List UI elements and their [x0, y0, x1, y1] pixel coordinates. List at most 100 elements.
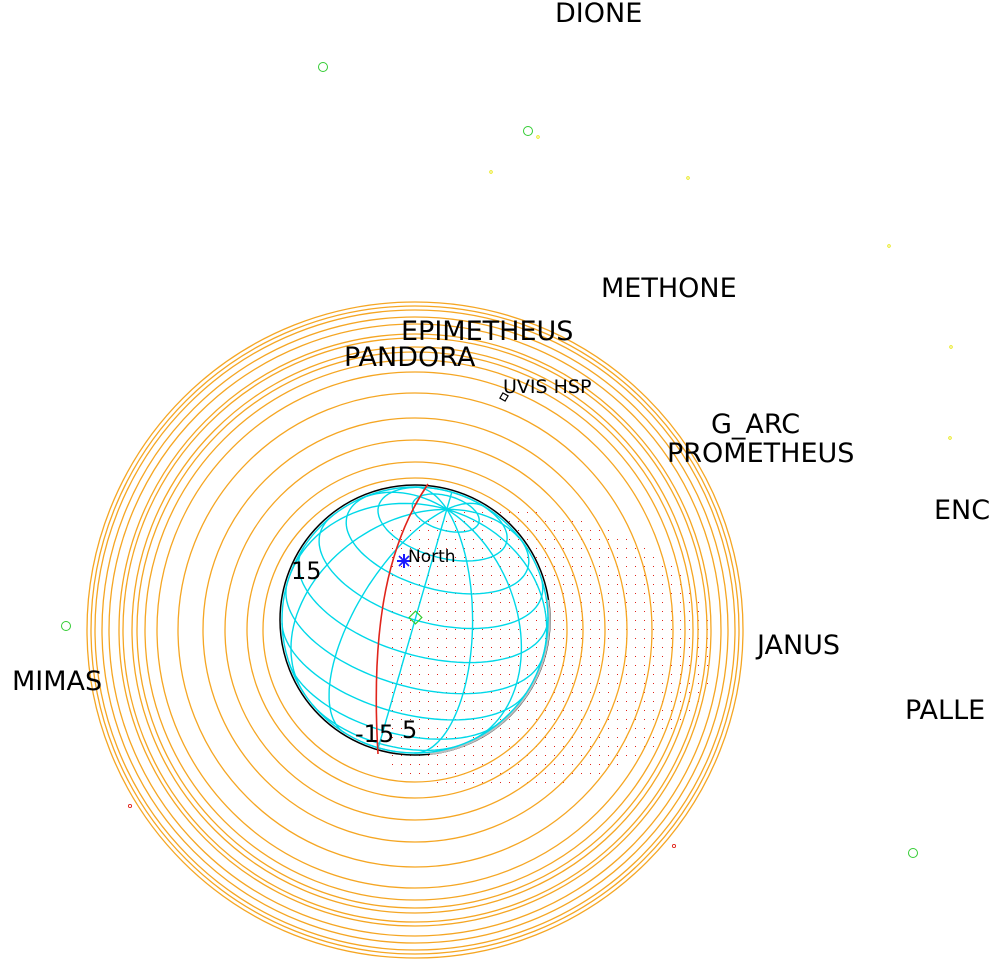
shadow-dot — [572, 539, 573, 540]
shadow-dot — [599, 710, 600, 711]
shadow-dot — [590, 530, 591, 531]
shadow-dot — [563, 782, 564, 783]
shadow-dot — [509, 665, 510, 666]
shadow-dot — [581, 710, 582, 711]
shadow-dot — [446, 737, 447, 738]
shadow-dot — [554, 773, 555, 774]
label-dione: DIONE — [555, 0, 642, 29]
shadow-dot — [680, 683, 681, 684]
shadow-dot — [500, 728, 501, 729]
shadow-dot — [689, 692, 690, 693]
shadow-dot — [437, 629, 438, 630]
shadow-dot — [635, 593, 636, 594]
shadow-dot — [617, 584, 618, 585]
shadow-dot — [563, 575, 564, 576]
shadow-dot — [536, 692, 537, 693]
shadow-dot — [392, 557, 393, 558]
shadow-dot — [518, 575, 519, 576]
shadow-dot — [563, 683, 564, 684]
shadow-dot — [428, 755, 429, 756]
shadow-dot — [608, 746, 609, 747]
shadow-dot — [482, 557, 483, 558]
shadow-dot — [554, 584, 555, 585]
shadow-dot — [626, 728, 627, 729]
shadow-dot — [509, 575, 510, 576]
shadow-dot — [590, 710, 591, 711]
shadow-dot — [473, 521, 474, 522]
shadow-dot — [482, 728, 483, 729]
shadow-dot — [509, 593, 510, 594]
shadow-dot — [419, 584, 420, 585]
globe-outline — [281, 486, 549, 754]
shadow-dot — [527, 764, 528, 765]
shadow-dot — [608, 620, 609, 621]
shadow-dot — [671, 584, 672, 585]
shadow-dot — [572, 746, 573, 747]
shadow-dot — [410, 701, 411, 702]
shadow-dot — [500, 737, 501, 738]
shadow-dot — [401, 728, 402, 729]
shadow-dot — [653, 593, 654, 594]
shadow-dot — [572, 566, 573, 567]
shadow-dot — [446, 710, 447, 711]
shadow-dot — [590, 719, 591, 720]
shadow-dot — [473, 584, 474, 585]
shadow-dot — [500, 530, 501, 531]
shadow-dot — [392, 710, 393, 711]
shadow-dot — [401, 773, 402, 774]
longitude-line — [446, 508, 523, 743]
shadow-dot — [536, 782, 537, 783]
shadow-dot — [635, 656, 636, 657]
shadow-dot — [563, 764, 564, 765]
shadow-dot — [644, 656, 645, 657]
shadow-dot — [590, 737, 591, 738]
shadow-dot — [509, 737, 510, 738]
shadow-dot — [590, 548, 591, 549]
shadow-dot — [644, 548, 645, 549]
shadow-dot — [419, 773, 420, 774]
shadow-dot — [410, 683, 411, 684]
shadow-dot — [464, 782, 465, 783]
shadow-dot — [626, 755, 627, 756]
shadow-dot — [455, 782, 456, 783]
shadow-dot — [608, 656, 609, 657]
shadow-dot — [536, 620, 537, 621]
shadow-dot — [599, 530, 600, 531]
shadow-dot — [581, 719, 582, 720]
shadow-dot — [473, 620, 474, 621]
shadow-dot — [518, 593, 519, 594]
shadow-dot — [653, 638, 654, 639]
shadow-dot — [401, 701, 402, 702]
shadow-dot — [545, 746, 546, 747]
shadow-dot — [419, 746, 420, 747]
ring-circle — [86, 301, 744, 959]
shadow-dot — [599, 566, 600, 567]
shadow-dot — [617, 629, 618, 630]
shadow-dot — [644, 683, 645, 684]
shadow-dot — [473, 782, 474, 783]
shadow-dot — [653, 656, 654, 657]
shadow-dot — [599, 701, 600, 702]
shadow-dot — [689, 638, 690, 639]
shadow-dot — [698, 647, 699, 648]
shadow-dot — [536, 638, 537, 639]
north-pole-marker — [397, 554, 411, 568]
shadow-dot — [482, 719, 483, 720]
shadow-dot — [419, 692, 420, 693]
shadow-dot — [446, 782, 447, 783]
shadow-dot — [410, 674, 411, 675]
shadow-dot — [671, 566, 672, 567]
shadow-dot — [626, 674, 627, 675]
shadow-dot — [572, 575, 573, 576]
body-labels: DIONE METHONE EPIMETHEUS PANDORA UVIS HS… — [12, 0, 990, 726]
shadow-dot — [491, 566, 492, 567]
shadow-dot — [491, 665, 492, 666]
shadow-dot — [473, 539, 474, 540]
shadow-dot — [554, 530, 555, 531]
shadow-dot — [392, 692, 393, 693]
shadow-dot — [662, 629, 663, 630]
shadow-dot — [455, 737, 456, 738]
shadow-dot — [662, 575, 663, 576]
shadow-dot — [572, 665, 573, 666]
shadow-dot — [680, 638, 681, 639]
